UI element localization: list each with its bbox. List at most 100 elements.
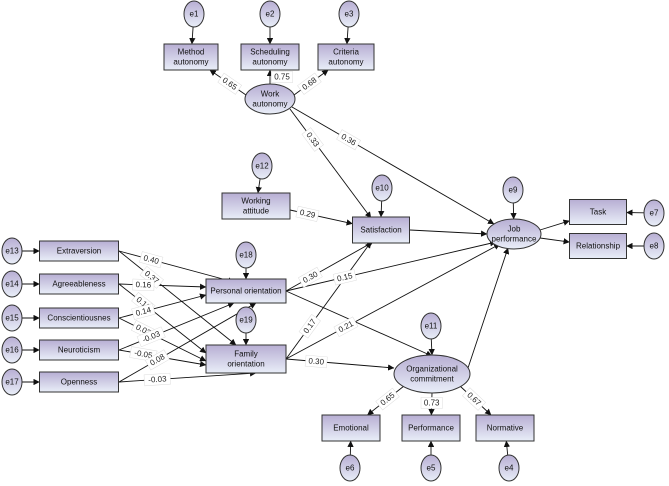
node-label: Working bbox=[241, 197, 270, 206]
node-label: Emotional bbox=[333, 424, 369, 433]
variable-box bbox=[317, 43, 375, 71]
error-circle bbox=[339, 454, 361, 482]
error-circle bbox=[1, 336, 23, 364]
error-term-e5: e5 bbox=[420, 454, 442, 482]
variable-box bbox=[321, 414, 381, 442]
node-label: attitude bbox=[243, 207, 270, 216]
node-label: Personal orientation bbox=[210, 287, 281, 296]
observed-variable-neuroticism: Neuroticism bbox=[39, 339, 119, 361]
error-term-e9: e9 bbox=[502, 176, 524, 204]
path-arrow-conscientiousness-to-family bbox=[118, 317, 207, 362]
variable-box bbox=[352, 216, 410, 244]
path-arrow-openness-to-personal bbox=[118, 302, 257, 383]
node-label: e11 bbox=[425, 322, 438, 331]
error-circle bbox=[235, 306, 257, 334]
error-term-e14: e14 bbox=[1, 270, 23, 298]
node-label: Satisfaction bbox=[360, 226, 401, 235]
variable-box bbox=[221, 192, 291, 220]
node-label: Openness bbox=[61, 378, 97, 387]
error-term-e13: e13 bbox=[1, 237, 23, 265]
coefficient-label-org-to-emotional: 0.65 bbox=[375, 387, 400, 411]
coefficient-label-extraversion-to-personal: 0.40 bbox=[139, 251, 164, 269]
coefficient-label-work-to-scheduling: 0.75 bbox=[271, 71, 293, 83]
coefficient-label-family-to-satisfaction: 0.17 bbox=[298, 314, 321, 339]
node-label: e6 bbox=[346, 464, 355, 473]
observed-variable-extraversion: Extraversion bbox=[39, 240, 119, 262]
observed-variable-openness: Openness bbox=[39, 371, 119, 393]
variable-box bbox=[39, 240, 119, 262]
latent-ellipse bbox=[244, 83, 296, 115]
node-label: e19 bbox=[239, 316, 253, 325]
node-label: e5 bbox=[427, 464, 436, 473]
path-arrow-org-to-job bbox=[467, 247, 510, 369]
node-label: e16 bbox=[5, 346, 19, 355]
error-term-e8: e8 bbox=[643, 232, 665, 260]
node-label: e14 bbox=[5, 280, 19, 289]
coefficient-label-work-to-method: 0.65 bbox=[217, 72, 242, 95]
variable-box bbox=[39, 371, 119, 393]
path-arrow-e4-to-normative bbox=[503, 440, 511, 456]
coefficient-value: 0.29 bbox=[299, 208, 317, 220]
path-arrow-agreeableness-to-personal bbox=[118, 283, 207, 290]
error-term-e16: e16 bbox=[1, 336, 23, 364]
path-arrow-family-to-org bbox=[285, 358, 395, 371]
path-arrow-job-to-relationship bbox=[539, 237, 570, 245]
node-label: e9 bbox=[509, 186, 518, 195]
error-circle bbox=[502, 176, 524, 204]
coefficient-value: 0.15 bbox=[336, 271, 354, 283]
observed-variable-satisfaction: Satisfaction bbox=[352, 216, 410, 244]
latent-ellipse bbox=[393, 354, 471, 394]
node-label: autonomy bbox=[252, 58, 287, 67]
coefficient-label-personal-to-satisfaction: 0.30 bbox=[297, 266, 323, 288]
error-circle bbox=[259, 0, 281, 28]
error-term-e19: e19 bbox=[235, 306, 257, 334]
observed-variable-agreeableness: Agreeableness bbox=[39, 273, 119, 295]
coefficient-value: -0.03 bbox=[148, 374, 167, 384]
error-circle bbox=[498, 454, 520, 482]
variable-box bbox=[39, 273, 119, 295]
path-arrow-work-to-satisfaction bbox=[289, 108, 372, 219]
node-label: Scheduling bbox=[250, 48, 290, 57]
node-label: Criteria bbox=[333, 48, 359, 57]
variable-box bbox=[205, 344, 287, 374]
path-arrow-personal-to-satisfaction bbox=[285, 241, 374, 292]
error-circle bbox=[1, 270, 23, 298]
path-arrow-e11-to-org bbox=[428, 338, 435, 356]
path-arrow-extraversion-to-family bbox=[118, 250, 237, 346]
node-label: Job bbox=[508, 225, 521, 234]
error-circle bbox=[183, 0, 205, 28]
variable-box bbox=[569, 199, 627, 225]
path-arrow-family-to-job bbox=[285, 243, 501, 360]
coefficient-label-work-to-job: 0.36 bbox=[336, 129, 361, 151]
error-circle bbox=[643, 232, 665, 260]
coefficient-value: -0.05 bbox=[134, 348, 154, 360]
error-circle bbox=[643, 199, 665, 227]
path-arrow-e12-to-working bbox=[255, 178, 262, 194]
error-circle bbox=[251, 152, 273, 180]
edges-layer bbox=[22, 26, 645, 456]
observed-variable-relationship: Relationship bbox=[569, 233, 627, 259]
path-arrow-personal-to-org bbox=[285, 290, 433, 357]
error-circle bbox=[235, 241, 257, 269]
variable-box bbox=[240, 43, 300, 71]
node-label: Family bbox=[234, 350, 258, 359]
node-label: Neuroticism bbox=[58, 346, 101, 355]
error-circle bbox=[1, 368, 23, 396]
coefficient-value: 0.30 bbox=[308, 356, 325, 366]
path-arrow-personal-to-job bbox=[285, 240, 497, 292]
coefficient-label-neuroticism-to-personal: -0.03 bbox=[136, 326, 166, 348]
path-arrow-conscientiousness-to-personal bbox=[118, 293, 207, 319]
node-label: e3 bbox=[345, 10, 354, 19]
node-label: e10 bbox=[375, 184, 389, 193]
observed-variable-task: Task bbox=[569, 199, 627, 225]
path-arrow-satisfaction-to-job bbox=[409, 229, 488, 237]
node-label: autonomy bbox=[328, 58, 363, 67]
node-label: e7 bbox=[650, 209, 659, 218]
path-arrow-e3-to-criteria bbox=[344, 26, 351, 45]
